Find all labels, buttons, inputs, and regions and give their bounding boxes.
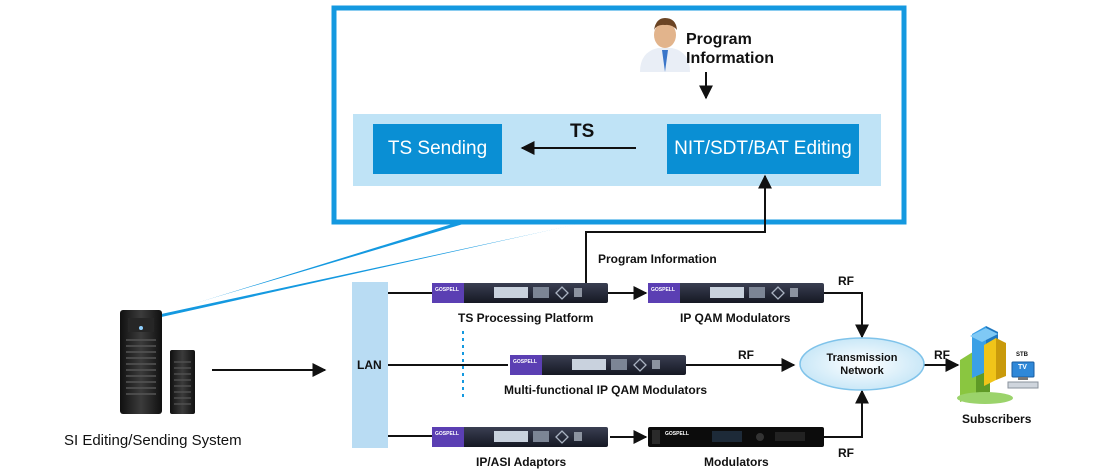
nit-editing-label: NIT/SDT/BAT Editing	[674, 138, 852, 159]
lan-bar	[352, 282, 388, 448]
stb-icon	[1007, 381, 1039, 389]
tv-icon	[1011, 361, 1035, 380]
program-information-callout-label: Program Information	[686, 31, 774, 67]
ts-processing-label: TS Processing Platform	[458, 311, 594, 325]
ts-processing-device	[432, 283, 608, 303]
program-information-label: Program Information	[598, 252, 717, 266]
brand-label-ts: GOSPELL	[435, 287, 459, 293]
lan-label: LAN	[357, 358, 382, 372]
ts-sending-box: TS Sending	[373, 124, 502, 174]
rf-label-top: RF	[838, 274, 854, 288]
brand-label-ipasi: GOSPELL	[435, 431, 459, 437]
stb-label: STB	[1016, 352, 1028, 358]
ts-sending-label: TS Sending	[387, 138, 488, 159]
person-icon	[640, 18, 690, 72]
ip-asi-label: IP/ASI Adaptors	[476, 455, 567, 469]
ip-qam-label: IP QAM Modulators	[680, 311, 791, 325]
transmission-network	[799, 337, 925, 391]
multi-qam-label: Multi-functional IP QAM Modulators	[504, 383, 708, 397]
brand-label-ipqam: GOSPELL	[651, 287, 675, 293]
tv-label: TV	[1018, 364, 1027, 371]
ip-asi-device	[432, 427, 608, 447]
system-label: SI Editing/Sending System	[64, 432, 242, 449]
rf-label-subscribers: RF	[934, 348, 950, 362]
rf-label-bottom: RF	[838, 446, 854, 460]
server-icon	[120, 310, 195, 414]
modulators-device	[648, 427, 824, 447]
modulators-label: Modulators	[704, 455, 769, 469]
brand-label-mod: GOSPELL	[665, 431, 689, 437]
multi-qam-device	[510, 355, 686, 375]
brand-label-multi: GOSPELL	[513, 359, 537, 365]
ip-qam-device	[648, 283, 824, 303]
callout-pointer	[148, 220, 595, 320]
network-label: Transmission Network	[826, 352, 898, 377]
rf-label-middle: RF	[738, 348, 754, 362]
buildings-icon	[957, 326, 1013, 404]
ts-arrow-label: TS	[570, 121, 595, 142]
nit-editing-box: NIT/SDT/BAT Editing	[667, 124, 859, 174]
subscribers-label: Subscribers	[962, 412, 1032, 426]
